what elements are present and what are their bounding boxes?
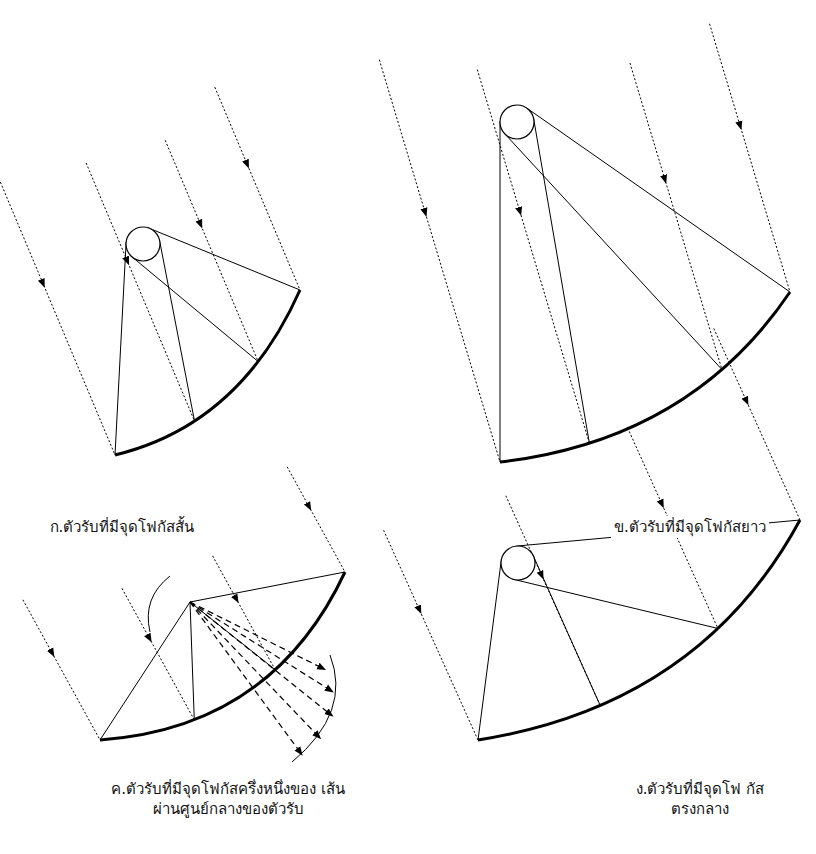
incoming-ray — [0, 178, 115, 455]
incoming-ray — [23, 600, 100, 740]
focus-arc — [148, 576, 170, 632]
reflected-ray — [513, 579, 718, 628]
reflected-ray — [115, 242, 126, 455]
incoming-ray — [506, 496, 600, 706]
reflected-ray — [131, 256, 258, 362]
dashed-ray — [190, 602, 300, 752]
incoming-ray — [86, 163, 194, 421]
reflected-ray — [534, 118, 590, 443]
figure-caption: ก.ตัวรับที่มีจุดโฟกัสสั้น — [47, 516, 198, 538]
dashed-ray — [190, 602, 330, 714]
figure-caption: ค.ตัวรับที่มีจุดโฟกัสครึ่งหนึ่งของ เส้นผ… — [95, 778, 361, 821]
reflected-ray — [159, 239, 194, 421]
figure-caption: ง.ตัวรับที่มีจุดโฟ กัสตรงกลาง — [632, 778, 768, 821]
figure-caption: ข.ตัวรับที่มีจุดโฟกัสยาว — [611, 516, 769, 538]
receiver-circle — [500, 105, 534, 139]
incoming-ray — [710, 24, 790, 292]
receiver-circle — [126, 227, 160, 261]
incoming-ray — [165, 140, 258, 361]
reflected-ray — [190, 572, 345, 602]
reflector-figure — [379, 24, 790, 462]
reflected-ray — [526, 108, 790, 292]
dashed-ray — [190, 602, 318, 736]
reflected-ray — [500, 121, 501, 462]
outer-arc — [292, 655, 336, 762]
dish-reflector — [478, 520, 800, 740]
dish-reflector — [100, 572, 345, 740]
dish-reflector — [115, 290, 300, 455]
reflected-ray — [148, 228, 300, 290]
receiver-circle — [501, 546, 535, 580]
reflected-ray — [478, 559, 501, 740]
incoming-ray — [379, 60, 500, 462]
reflector-figure — [23, 467, 345, 762]
reflector-figure — [0, 87, 300, 455]
reflected-ray — [533, 555, 600, 706]
incoming-ray — [287, 467, 345, 572]
incoming-ray — [630, 63, 722, 370]
reflected-ray — [190, 602, 194, 720]
dashed-ray — [190, 602, 330, 690]
incoming-ray — [213, 556, 276, 670]
incoming-ray — [384, 530, 478, 740]
dashed-ray — [190, 602, 322, 668]
incoming-ray — [477, 70, 589, 444]
reflected-ray — [100, 602, 190, 740]
incoming-ray — [215, 87, 300, 290]
reflector-figure — [384, 328, 800, 740]
incoming-ray — [714, 328, 800, 520]
incoming-ray — [122, 588, 194, 719]
dish-reflector — [500, 292, 790, 462]
